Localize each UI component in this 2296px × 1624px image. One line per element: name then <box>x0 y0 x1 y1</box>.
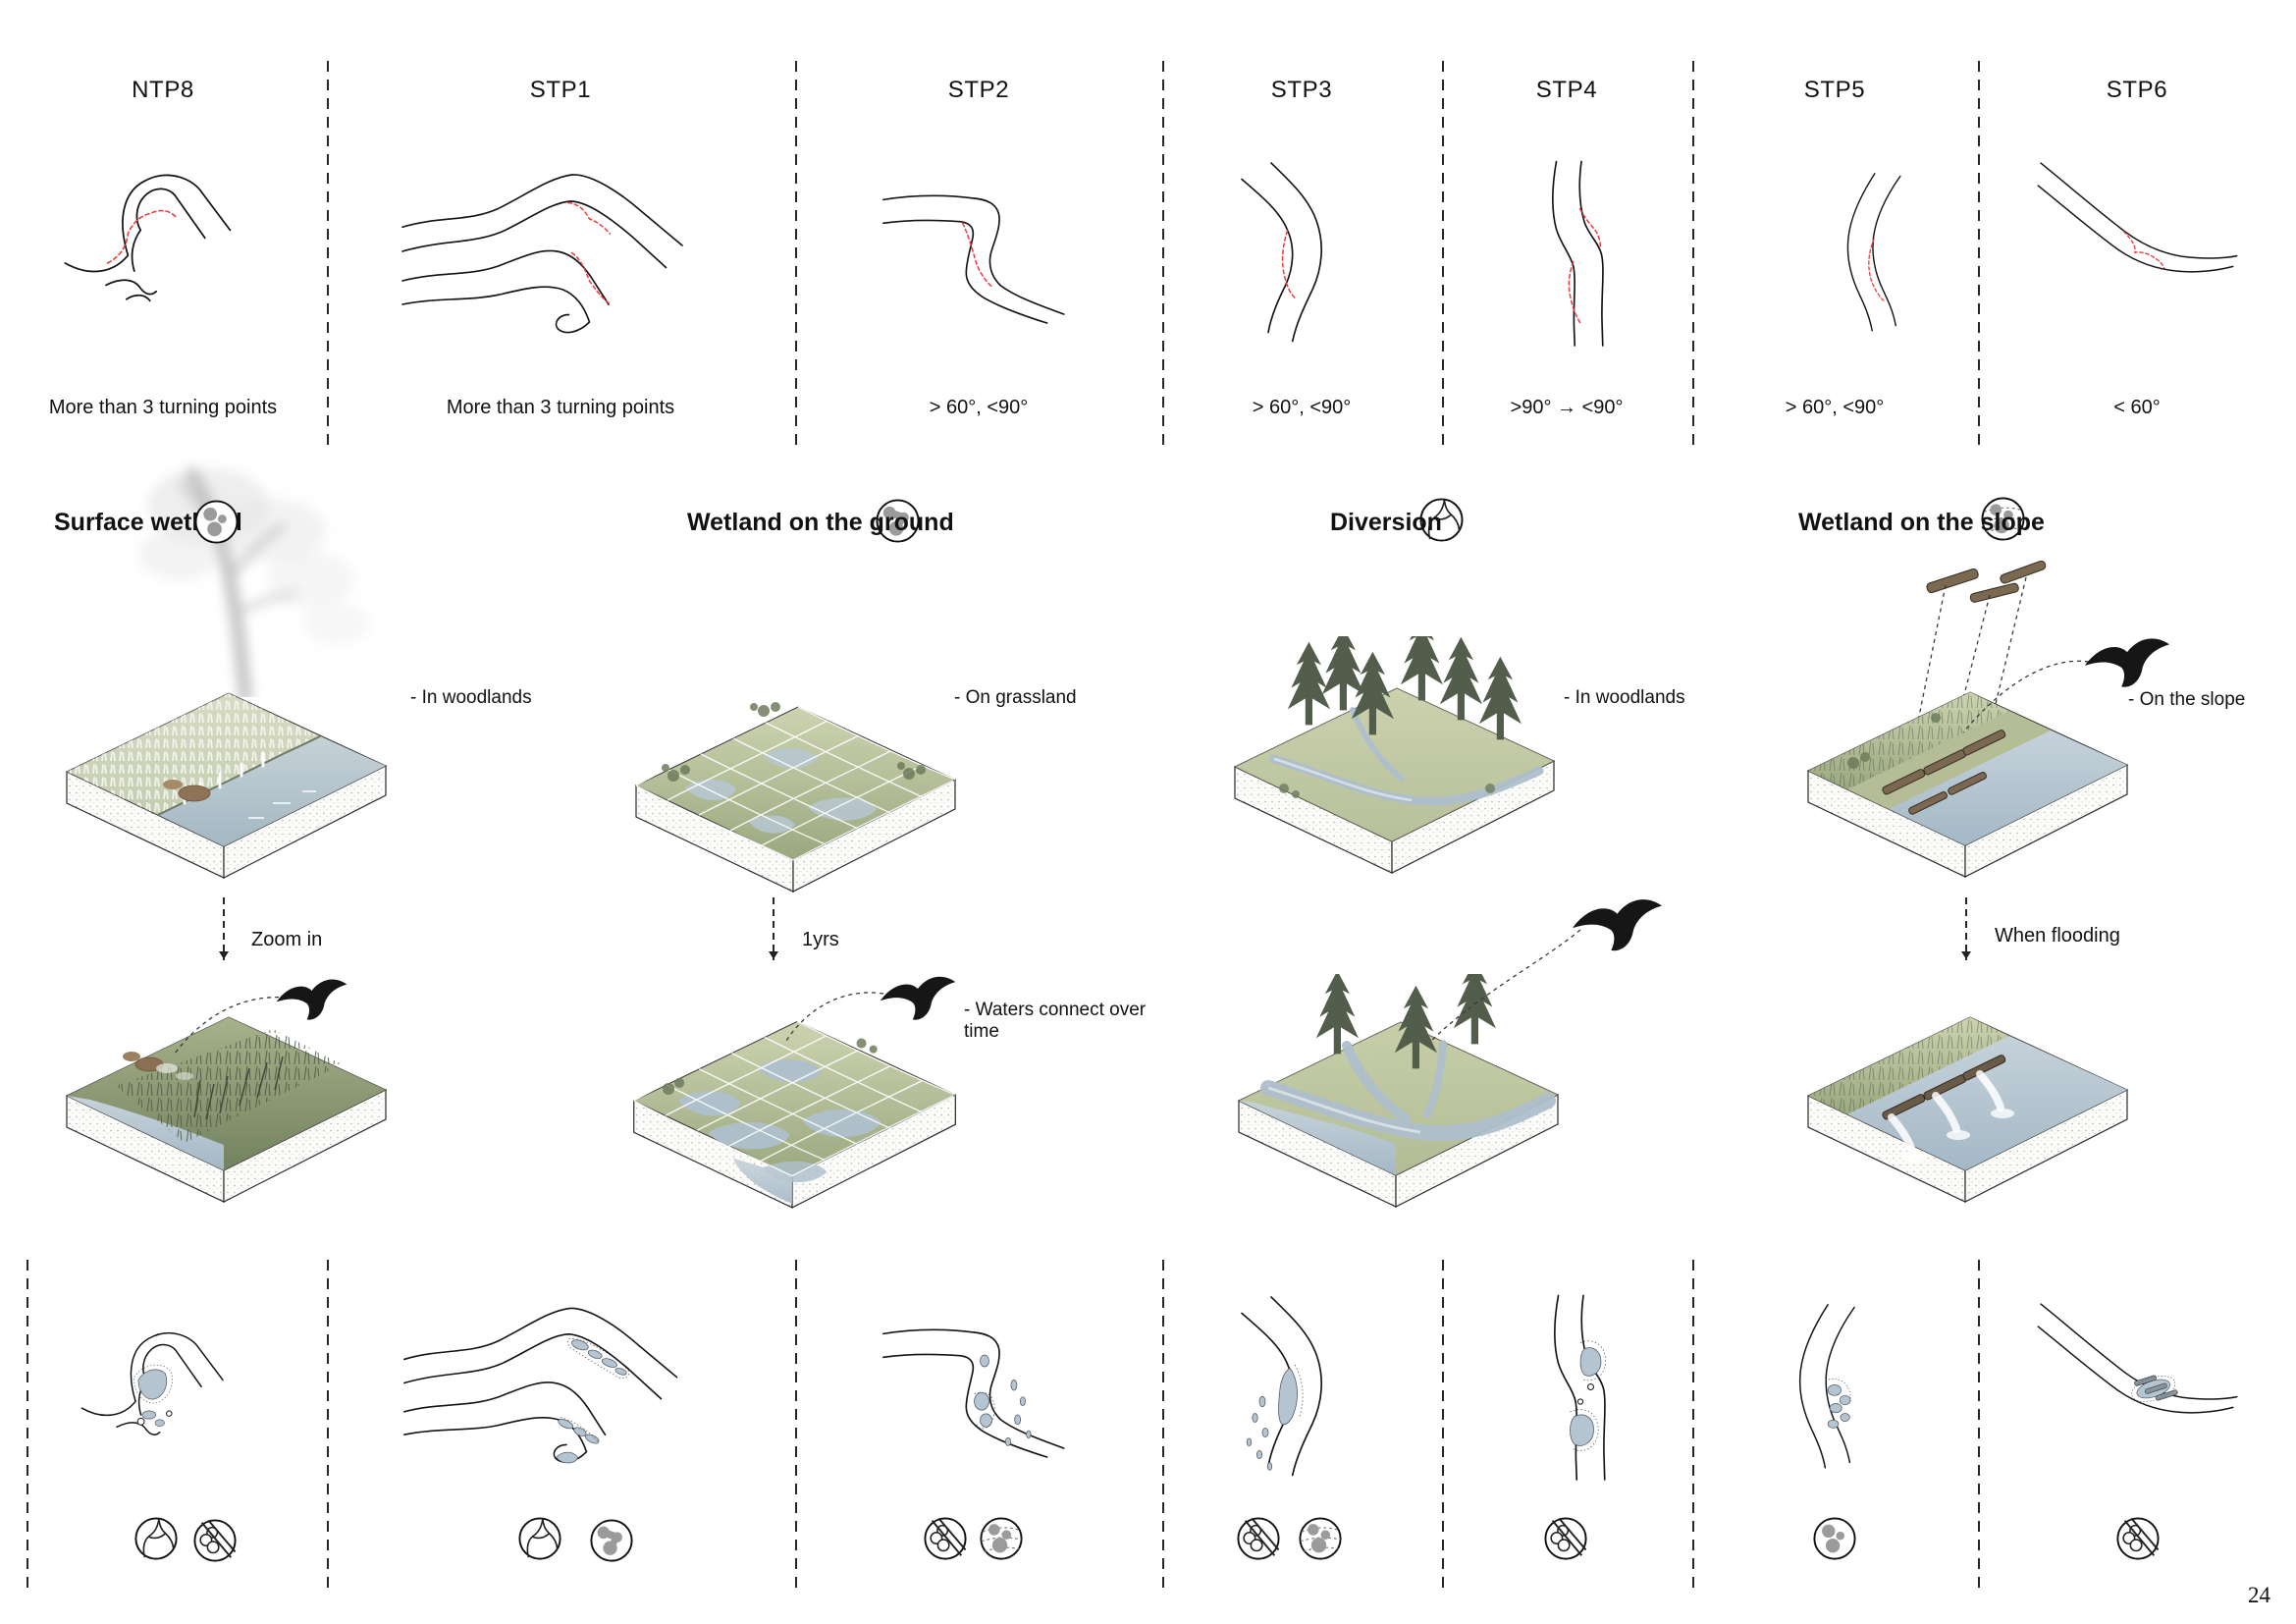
outcome-sketch-stp5 <box>1798 1304 1855 1469</box>
divider <box>1162 1260 1164 1592</box>
flight-path-dashed <box>1962 660 2090 733</box>
typology-caption: > 60°, <90° <box>1252 397 1352 418</box>
river-sketch-stp6 <box>2037 162 2238 273</box>
outcome-sketch-stp1 <box>403 1307 678 1464</box>
terrain-surface-wetland-before <box>66 692 387 879</box>
divider <box>327 1260 329 1592</box>
divider <box>1978 61 1980 450</box>
river-sketch-stp1 <box>401 174 683 334</box>
note-in-woodlands: - In woodlands <box>410 687 532 708</box>
river-sketch-stp4 <box>1552 160 1604 347</box>
terrain-diversion-before <box>1234 636 1555 874</box>
outcome-sketch-stp2 <box>881 1328 1065 1458</box>
divider <box>1692 61 1694 450</box>
diversion-icon <box>134 1517 178 1560</box>
ground-wetland-icon <box>589 1518 634 1563</box>
bird-icon <box>2084 638 2170 687</box>
bird-icon <box>880 976 956 1020</box>
transition-1yrs: 1yrs <box>802 929 839 950</box>
typology-caption: More than 3 turning points <box>446 397 675 418</box>
slope-wetland-icon <box>980 1517 1023 1560</box>
flight-path-dashed <box>1430 929 1581 1042</box>
crossed-circles-icon <box>1237 1517 1280 1560</box>
down-arrow-icon <box>1961 897 1971 960</box>
divider <box>795 61 797 450</box>
typology-label-stp3: STP3 <box>1270 77 1333 103</box>
terrain-slope-wetland-after <box>1807 1016 2128 1203</box>
divider <box>27 1260 28 1592</box>
outcome-sketch-ntp8 <box>80 1332 224 1435</box>
bird-icon <box>1573 899 1662 951</box>
divider <box>1978 1260 1980 1592</box>
typology-label-stp4: STP4 <box>1535 77 1598 103</box>
typology-label-stp2: STP2 <box>947 77 1010 103</box>
crossed-circles-icon <box>2116 1517 2160 1560</box>
crossed-circles-icon <box>1544 1517 1587 1560</box>
typology-label-stp6: STP6 <box>2106 77 2168 103</box>
typology-caption: > 60°, <90° <box>1785 397 1885 418</box>
divider <box>1692 1260 1694 1592</box>
transition-zoom-in: Zoom in <box>251 929 323 950</box>
typology-caption: < 60° <box>2113 397 2161 418</box>
divider <box>1442 1260 1444 1592</box>
note-on-grassland: - On grassland <box>954 687 1077 708</box>
terrain-slope-wetland-before <box>1807 560 2128 878</box>
crossed-circles-icon <box>924 1517 967 1560</box>
surface-wetland-icon <box>1813 1517 1856 1560</box>
diversion-icon <box>518 1517 561 1560</box>
slope-wetland-icon <box>1299 1517 1342 1560</box>
strategy-title-diversion: Diversion <box>1330 509 1442 536</box>
divider <box>1442 61 1444 450</box>
river-sketch-stp5 <box>1846 173 1901 332</box>
strategy-title-slope-wetland: Wetland on the slope <box>1798 509 2045 536</box>
typology-caption: More than 3 turning points <box>48 397 278 418</box>
typology-caption: > 60°, <90° <box>929 397 1029 418</box>
typology-label-stp1: STP1 <box>529 77 592 103</box>
terrain-diversion-after <box>1238 974 1559 1208</box>
river-sketch-stp2 <box>881 194 1065 324</box>
note-in-woodlands-2: - In woodlands <box>1564 687 1685 708</box>
divider <box>1162 61 1164 450</box>
flight-path-dashed <box>174 997 295 1055</box>
terrain-surface-wetland-after <box>66 1016 387 1203</box>
note-on-the-slope: - On the slope <box>2128 689 2246 710</box>
outcome-sketch-stp3 <box>1241 1296 1322 1477</box>
divider <box>795 1260 797 1592</box>
typology-label-stp5: STP5 <box>1803 77 1866 103</box>
river-sketch-stp3 <box>1241 162 1322 343</box>
surface-wetland-icon <box>194 500 239 544</box>
bird-icon <box>276 979 347 1020</box>
divider <box>327 61 329 450</box>
typology-label-ntp8: NTP8 <box>132 77 194 103</box>
down-arrow-icon <box>769 897 778 960</box>
river-sketch-ntp8 <box>64 174 232 302</box>
typology-caption: >90° → <90° <box>1510 397 1624 418</box>
down-arrow-icon <box>219 897 229 960</box>
flight-path-dashed <box>785 992 884 1042</box>
page-number: 24 <box>2248 1583 2270 1607</box>
crossed-circles-icon <box>193 1519 237 1562</box>
outcome-sketch-stp6 <box>2037 1303 2238 1414</box>
strategy-title-ground-wetland: Wetland on the ground <box>687 509 954 536</box>
transition-when-flooding: When flooding <box>1995 925 2120 947</box>
terrain-ground-wetland-after <box>633 1019 956 1209</box>
note-waters-connect: - Waters connect over time <box>964 1000 1147 1042</box>
faded-tree-image <box>139 467 370 697</box>
terrain-ground-wetland-before <box>635 702 956 893</box>
outcome-sketch-stp4 <box>1554 1294 1606 1481</box>
